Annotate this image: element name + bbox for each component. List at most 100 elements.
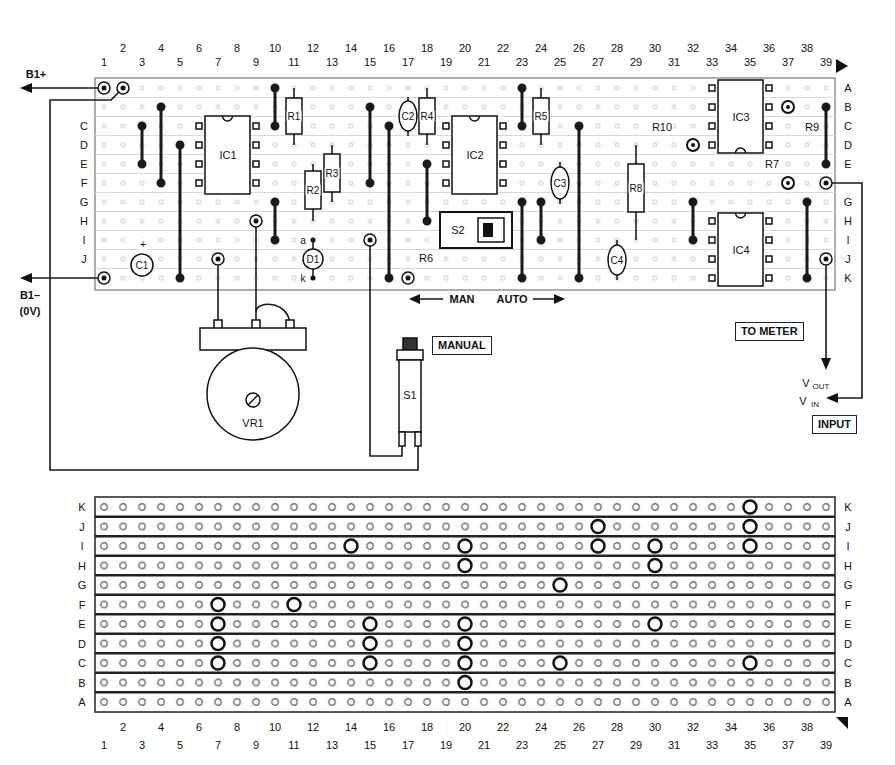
row-letter: E: [79, 158, 88, 170]
wire-link: [160, 107, 163, 183]
wire-link: [576, 123, 582, 129]
pin-label: k: [300, 273, 307, 284]
wire-link: [177, 275, 183, 281]
component-label: IC1: [218, 149, 237, 161]
ic-package: [709, 142, 715, 148]
column-number: 24: [534, 42, 548, 54]
hook-up-wire: [30, 87, 104, 89]
wire-link: [823, 161, 829, 167]
track-break: [649, 540, 662, 553]
track-break: [649, 559, 662, 572]
track-break: [212, 598, 225, 611]
wire-link: [179, 145, 182, 278]
ic-package: [709, 218, 715, 224]
hook-up-wire: [50, 88, 418, 470]
row-letter: H: [79, 215, 89, 227]
track-break: [212, 657, 225, 670]
callout-box: TO METER: [735, 322, 804, 341]
column-number: 18: [420, 721, 434, 733]
ic-package: [709, 256, 715, 262]
column-number: 33: [705, 739, 719, 751]
component-label: IC3: [731, 111, 750, 123]
ic-package: [196, 123, 202, 129]
hook-up-wire: [826, 183, 862, 398]
column-number: 37: [781, 56, 795, 68]
terminal-label: (0V): [19, 305, 42, 317]
column-number: 25: [553, 739, 567, 751]
track-break: [364, 657, 377, 670]
component-label: C2: [401, 111, 416, 122]
column-number: 34: [724, 42, 738, 54]
ic-package: [500, 142, 506, 148]
callout-box: INPUT: [812, 415, 857, 434]
upright-resistor: [782, 177, 794, 189]
wire-link: [538, 237, 544, 243]
ic-package: [736, 213, 746, 218]
ic-package: [766, 275, 772, 281]
resistor-symbol: [419, 98, 435, 134]
column-number: 29: [629, 56, 643, 68]
ic-package: [736, 148, 746, 153]
ic-package: [205, 116, 250, 194]
column-number: 32: [686, 721, 700, 733]
column-number: 1: [100, 56, 108, 68]
row-letter: B: [843, 676, 852, 688]
row-letter: K: [843, 501, 852, 513]
wire-link: [158, 104, 164, 110]
wire-link: [272, 199, 278, 205]
row-letter: I: [845, 540, 850, 552]
wire-arrowhead: [20, 83, 838, 403]
column-number: 4: [157, 721, 165, 733]
wire-link: [272, 123, 278, 129]
wire-link: [386, 123, 392, 129]
callout-text: INPUT: [818, 418, 851, 430]
wire-terminal: [368, 238, 373, 243]
switch-direction-arrow: [409, 294, 420, 304]
switch-direction-arrow: [533, 298, 556, 300]
hook-up-wire: [30, 88, 862, 470]
component-label: R2: [306, 185, 321, 196]
row-letter: C: [843, 657, 853, 669]
wire-link: [825, 107, 828, 164]
column-number: 5: [176, 739, 184, 751]
row-letter: F: [80, 177, 89, 189]
row-letter: G: [843, 196, 854, 208]
track-break: [345, 540, 358, 553]
wire-link: [274, 88, 277, 126]
push-switch: [397, 338, 423, 446]
track-break: [744, 540, 757, 553]
potentiometer-symbol: [248, 395, 258, 405]
row-letter: A: [843, 696, 852, 708]
wire-arrowhead: [20, 83, 32, 93]
signal-subscript: IN: [810, 401, 820, 410]
ic-package: [500, 180, 506, 186]
column-number: 9: [252, 739, 260, 751]
track-break: [364, 637, 377, 650]
column-number: 12: [306, 721, 320, 733]
row-letter: J: [844, 253, 852, 265]
column-number: 11: [287, 739, 300, 751]
track-side-board: [836, 717, 848, 729]
column-number: 29: [629, 739, 643, 751]
component-label: S1: [402, 389, 417, 401]
column-number: 26: [572, 42, 586, 54]
row-letter: G: [843, 579, 854, 591]
row-letter: J: [844, 520, 852, 532]
column-number: 35: [743, 56, 757, 68]
track-break: [364, 618, 377, 631]
column-number: 35: [743, 739, 757, 751]
push-switch: [399, 432, 405, 446]
column-number: 8: [233, 721, 241, 733]
wire-terminal: [824, 181, 829, 186]
ic-package: [500, 123, 506, 129]
row-letter: I: [845, 234, 850, 246]
diode-symbol: [311, 238, 316, 243]
component-board: [95, 78, 835, 290]
callout-text: TO METER: [741, 325, 798, 337]
capacitor-symbol: [399, 101, 417, 131]
column-number: 25: [553, 56, 567, 68]
wire-terminal: [98, 272, 110, 284]
ic-package: [223, 116, 233, 121]
